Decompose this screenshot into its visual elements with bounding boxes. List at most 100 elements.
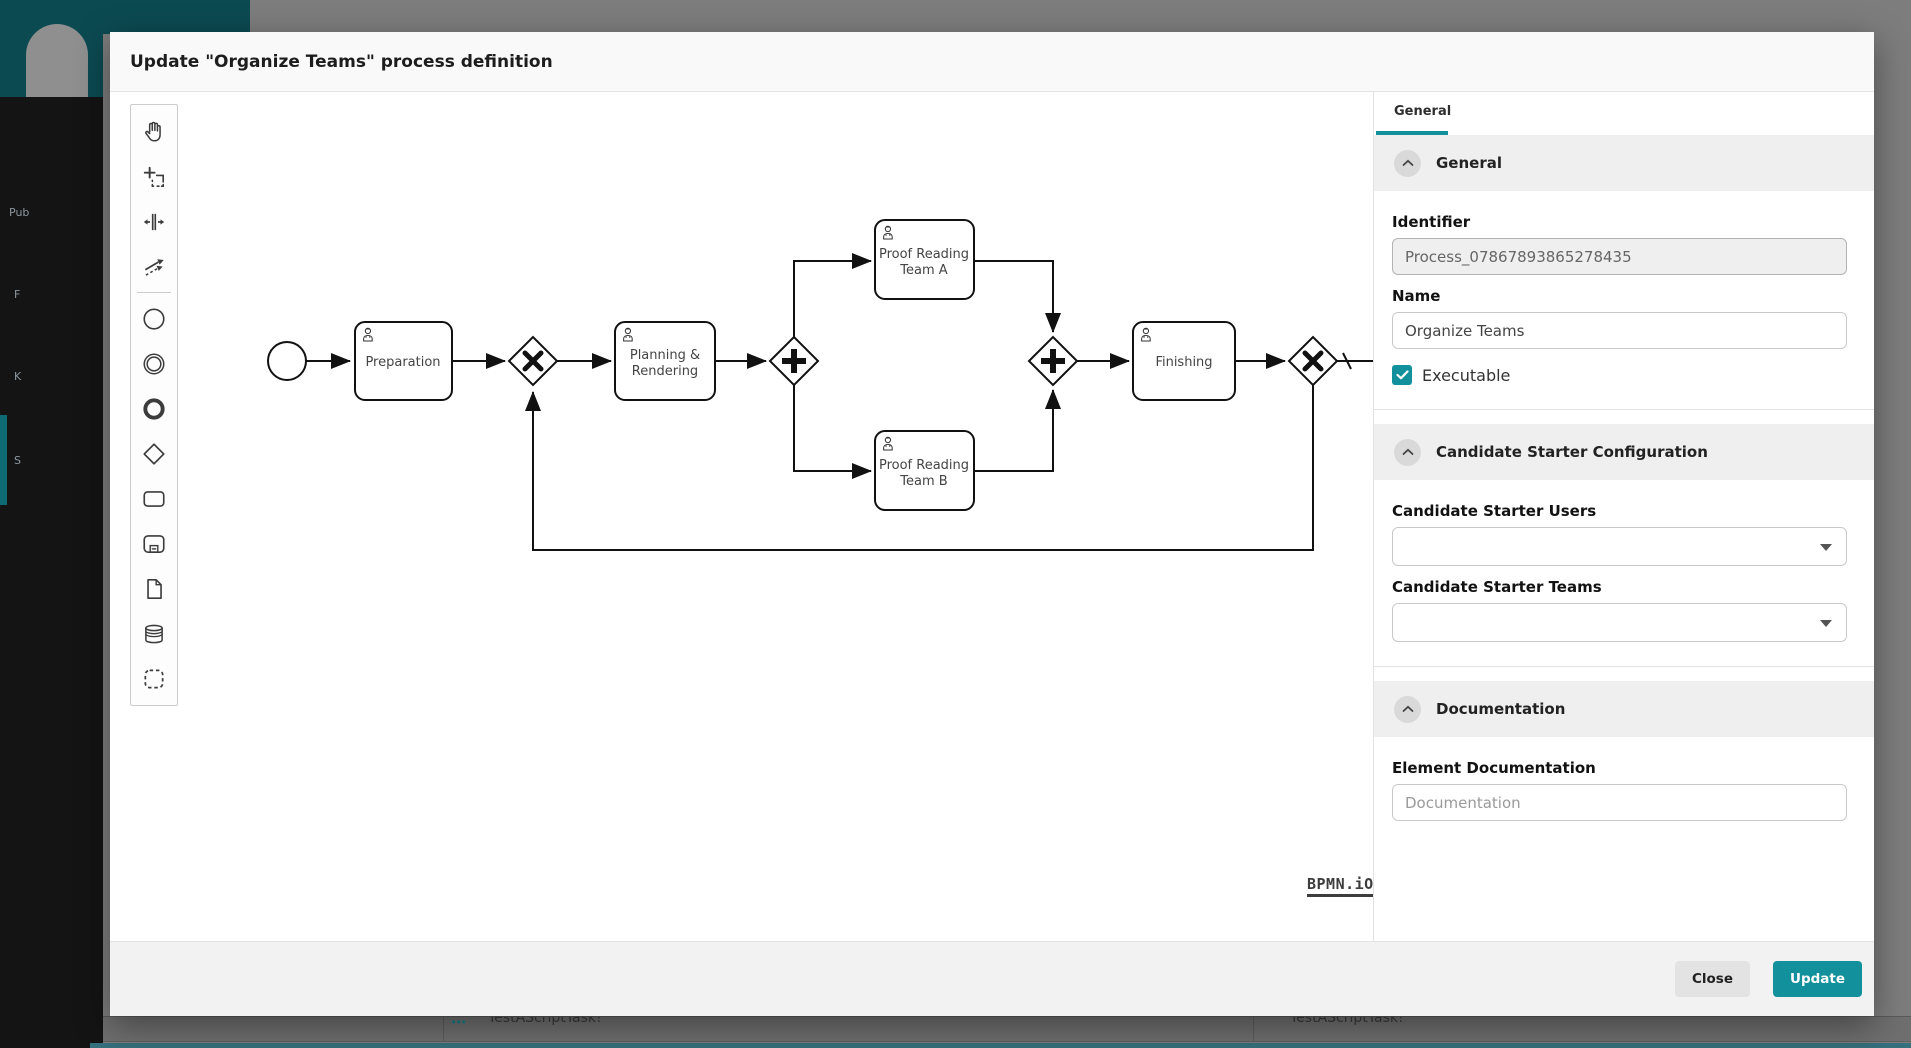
section-documentation-header: Documentation <box>1374 681 1874 737</box>
connect-icon <box>144 258 164 276</box>
exclusive-gateway-2[interactable] <box>1287 335 1339 387</box>
collapse-general-button[interactable] <box>1394 149 1421 177</box>
sidebar-item-pub: Pub <box>9 206 30 219</box>
section-candidate-title: Candidate Starter Configuration <box>1436 443 1708 461</box>
task-planning-rendering[interactable]: Planning & Rendering <box>614 321 716 401</box>
element-documentation-input[interactable] <box>1392 784 1847 821</box>
global-connect-tool[interactable] <box>131 244 177 289</box>
lasso-tool[interactable] <box>131 154 177 199</box>
check-icon <box>1395 370 1409 380</box>
create-end-event[interactable] <box>131 386 177 431</box>
svg-text:Team B: Team B <box>899 474 947 489</box>
task-preparation[interactable]: Preparation <box>354 321 453 401</box>
space-icon <box>143 213 165 230</box>
create-task[interactable] <box>131 476 177 521</box>
sidebar-item-s: S <box>14 454 21 467</box>
update-button[interactable]: Update <box>1772 961 1862 997</box>
background-table-cell: TestAScriptTask! <box>1290 1016 1404 1026</box>
background-app-sidebar: Pub F K S <box>0 97 103 1048</box>
chevron-down-icon <box>1820 620 1832 627</box>
close-button[interactable]: Close <box>1674 961 1750 997</box>
hand-icon <box>145 121 161 142</box>
section-general-title: General <box>1436 154 1502 172</box>
background-app-logo-block <box>0 0 103 97</box>
create-intermediate-event[interactable] <box>131 341 177 386</box>
sidebar-item-k: K <box>14 370 22 383</box>
background-table-cell: TestAScriptTask! <box>488 1016 602 1026</box>
parallel-gateway-join[interactable] <box>1027 335 1079 387</box>
create-data-store[interactable] <box>131 611 177 656</box>
section-documentation-title: Documentation <box>1436 700 1566 718</box>
general-fields: Identifier Name Executable <box>1374 191 1874 409</box>
create-start-event[interactable] <box>131 296 177 341</box>
executable-row: Executable <box>1392 365 1847 385</box>
tab-general[interactable]: General <box>1394 104 1452 119</box>
candidate-teams-label: Candidate Starter Teams <box>1392 578 1602 596</box>
svg-text:Planning &: Planning & <box>630 348 700 363</box>
create-subprocess[interactable] <box>131 521 177 566</box>
name-input[interactable] <box>1392 312 1847 349</box>
chevron-up-icon <box>1402 448 1413 455</box>
create-group[interactable] <box>131 656 177 701</box>
section-candidate-header: Candidate Starter Configuration <box>1374 424 1874 480</box>
gateway-icon <box>143 442 165 465</box>
identifier-input <box>1392 238 1847 275</box>
create-gateway[interactable] <box>131 431 177 476</box>
create-data-object[interactable] <box>131 566 177 611</box>
background-horizontal-scrollbar <box>90 1043 1911 1048</box>
plus-marker <box>1041 349 1065 373</box>
identifier-label: Identifier <box>1392 213 1471 231</box>
exclusive-gateway-1[interactable] <box>507 335 559 387</box>
candidate-fields: Candidate Starter Users Candidate Starte… <box>1374 480 1874 666</box>
lasso-icon <box>143 166 165 187</box>
documentation-fields: Element Documentation <box>1374 737 1874 845</box>
space-tool[interactable] <box>131 199 177 244</box>
properties-panel: General General Identifier Name <box>1373 92 1874 941</box>
group-icon <box>144 668 164 689</box>
svg-text:Team A: Team A <box>899 263 947 278</box>
app-logo <box>26 24 88 97</box>
svg-text:Proof Reading: Proof Reading <box>879 458 969 473</box>
bpmn-canvas[interactable]: Preparation Planning & Rendering <box>110 92 1373 941</box>
section-general-header: General <box>1374 135 1874 191</box>
end-event-icon <box>143 397 165 420</box>
x-marker <box>522 350 544 372</box>
collapse-documentation-button[interactable] <box>1394 695 1421 723</box>
panel-tab-bar: General <box>1374 92 1874 135</box>
svg-text:Rendering: Rendering <box>632 364 698 379</box>
candidate-teams-select[interactable] <box>1392 603 1847 642</box>
dialog-title: Update "Organize Teams" process definiti… <box>110 32 1874 92</box>
task-proof-reading-team-b[interactable]: Proof Reading Team B <box>874 430 975 511</box>
task-finishing[interactable]: Finishing <box>1132 321 1236 401</box>
section-divider <box>1374 666 1874 667</box>
bpmn-io-logo[interactable]: BPMN.iO <box>1307 875 1373 897</box>
hand-tool[interactable] <box>131 109 177 154</box>
tab-active-underline <box>1376 131 1448 135</box>
executable-label: Executable <box>1422 365 1511 385</box>
svg-text:Finishing: Finishing <box>1155 355 1212 370</box>
collapse-candidate-button[interactable] <box>1394 438 1421 466</box>
element-documentation-label: Element Documentation <box>1392 759 1596 777</box>
svg-text:Proof Reading: Proof Reading <box>879 247 969 262</box>
bpmn-diagram: Preparation Planning & Rendering <box>267 219 1373 551</box>
sidebar-item-f: F <box>14 288 21 301</box>
plus-marker <box>782 349 806 373</box>
candidate-users-label: Candidate Starter Users <box>1392 502 1597 520</box>
task-icon <box>143 490 165 507</box>
parallel-gateway-split[interactable] <box>768 335 820 387</box>
dialog-footer: Close Update <box>110 941 1874 1016</box>
intermediate-event-icon <box>143 352 165 375</box>
update-process-dialog: Update "Organize Teams" process definiti… <box>110 32 1874 1016</box>
candidate-users-select[interactable] <box>1392 527 1847 566</box>
sequence-flows <box>306 253 1373 551</box>
start-event[interactable] <box>267 341 307 381</box>
task-proof-reading-team-a[interactable]: Proof Reading Team A <box>874 219 975 300</box>
chevron-up-icon <box>1402 705 1413 712</box>
data-object-icon <box>147 578 162 599</box>
executable-checkbox[interactable] <box>1392 365 1412 385</box>
section-divider <box>1374 409 1874 410</box>
bpmn-palette <box>130 104 178 706</box>
subprocess-icon <box>143 534 165 553</box>
chevron-up-icon <box>1402 159 1413 166</box>
background-table-row: ⋯ TestAScriptTask! TestAScriptTask! <box>103 1016 1911 1042</box>
